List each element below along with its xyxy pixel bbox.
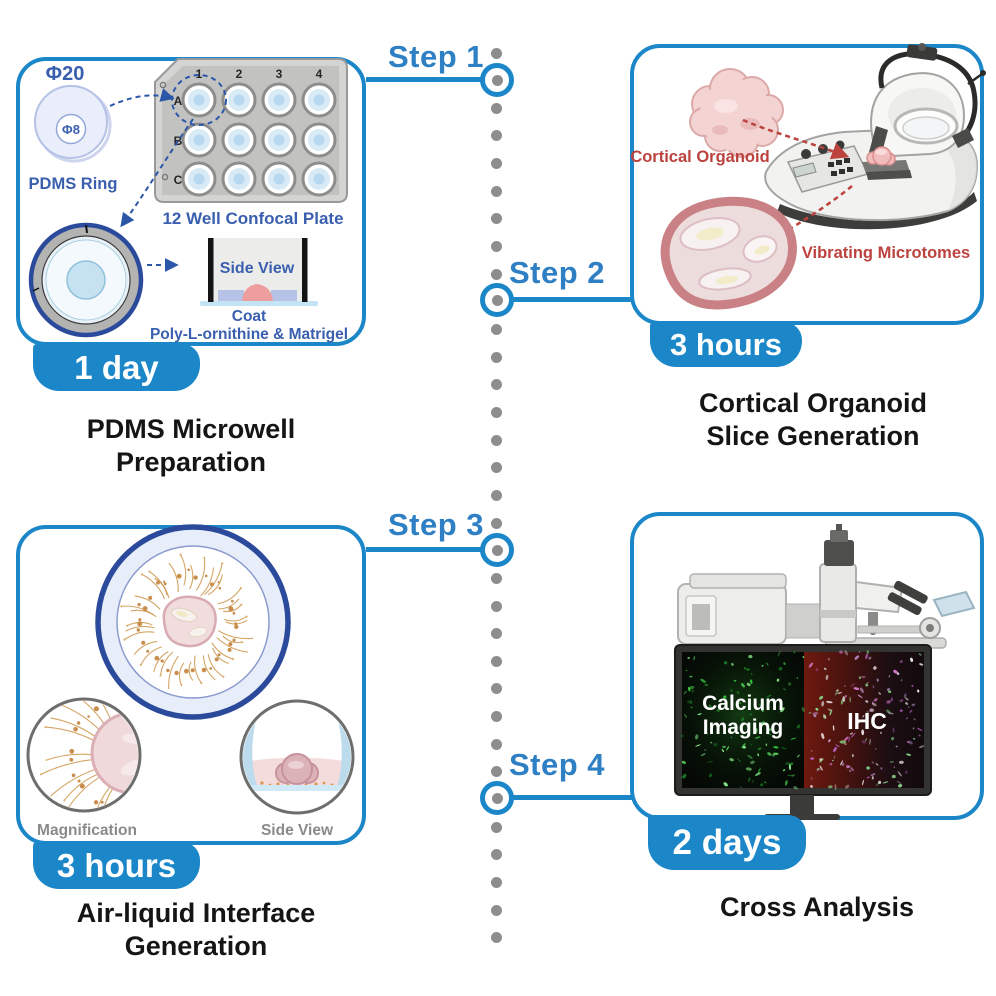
title-step1-line2: Preparation bbox=[115, 447, 267, 477]
magnification-view bbox=[26, 697, 142, 813]
monitor-stand bbox=[790, 795, 814, 816]
pdms-ring-label: PDMS Ring bbox=[29, 175, 118, 193]
side-view-circle bbox=[239, 699, 355, 815]
step-3-connector bbox=[366, 547, 482, 552]
plate-column-label: 4 bbox=[316, 67, 323, 81]
coat-label-line2: Poly-L-ornithine & Matrigel bbox=[150, 326, 348, 343]
step-1-marker bbox=[480, 63, 514, 97]
duration-badge-step4: 2 days bbox=[648, 815, 806, 870]
plate-row-label: B bbox=[174, 134, 183, 148]
magnification-label: Magnification bbox=[37, 822, 137, 839]
panel1-illustration: Φ20 Φ8 PDMS Ring 1 2 3 4 A B C 12 Well C… bbox=[28, 58, 348, 343]
plate-column-label: 3 bbox=[276, 67, 283, 81]
title-step3: Air-liquid Interface Generation bbox=[16, 897, 376, 963]
ring-to-well-arrow bbox=[109, 88, 175, 107]
phi8-label: Φ8 bbox=[62, 122, 80, 137]
calcium-imaging-label-line2: Imaging bbox=[703, 716, 784, 739]
neuron-outgrowth bbox=[120, 553, 254, 690]
plate-column-label: 2 bbox=[236, 67, 243, 81]
title-step3-line1: Air-liquid Interface bbox=[76, 898, 316, 928]
title-step1-line1: PDMS Microwell bbox=[86, 414, 296, 444]
step-3-label: Step 3 bbox=[387, 507, 484, 542]
title-step1: PDMS Microwell Preparation bbox=[16, 413, 366, 479]
panel3-illustration: Magnification Side View bbox=[26, 524, 355, 839]
well-plate-column-labels: 1 2 3 4 bbox=[196, 67, 323, 81]
calcium-imaging-label-line1: Calcium bbox=[702, 692, 784, 715]
panel2-illustration: Cortical Organoid bbox=[630, 43, 986, 310]
well-to-assembly-arrow bbox=[120, 118, 194, 228]
well-plate-label: 12 Well Confocal Plate bbox=[162, 209, 343, 228]
organoid-to-microtome-arrow bbox=[742, 118, 850, 160]
side-view-label: Side View bbox=[261, 822, 334, 839]
step-3-marker bbox=[480, 533, 514, 567]
duration-badge-step1: 1 day bbox=[33, 344, 200, 391]
step-4-label: Step 4 bbox=[509, 747, 606, 782]
title-step2: Cortical Organoid Slice Generation bbox=[625, 387, 996, 453]
plate-row-label: A bbox=[174, 94, 183, 108]
step-4-connector bbox=[512, 795, 632, 800]
title-step2-line1: Cortical Organoid bbox=[698, 388, 928, 418]
well-plate-wells bbox=[181, 82, 337, 197]
vibrating-microtome bbox=[764, 43, 986, 230]
pdms-ring-inner bbox=[55, 113, 87, 145]
step-2-marker bbox=[480, 283, 514, 317]
confocal-microscope bbox=[677, 524, 976, 649]
title-step2-line2: Slice Generation bbox=[706, 421, 920, 451]
step-2-connector bbox=[512, 297, 632, 302]
coat-label-line1: Coat bbox=[232, 308, 266, 325]
vibrating-microtome-label: Vibrating Microtomes bbox=[802, 244, 970, 262]
side-view-label: Side View bbox=[220, 260, 295, 277]
duration-badge-step2: 3 hours bbox=[650, 322, 802, 367]
organoid-slice bbox=[660, 196, 797, 310]
step-1-connector bbox=[366, 77, 482, 82]
ihc-screen bbox=[804, 652, 924, 788]
title-step3-line2: Generation bbox=[124, 931, 268, 961]
panel4-illustration: Calcium Imaging IHC bbox=[674, 524, 976, 820]
organoid-top-view bbox=[162, 595, 217, 648]
ihc-label: IHC bbox=[847, 708, 887, 734]
assembled-well bbox=[28, 222, 144, 338]
duration-badge-step3: 3 hours bbox=[33, 842, 200, 889]
side-view-diagram bbox=[200, 238, 318, 306]
cortical-organoid-label: Cortical Organoid bbox=[630, 148, 769, 166]
title-step4: Cross Analysis bbox=[630, 891, 996, 924]
title-step4-line1: Cross Analysis bbox=[719, 892, 915, 922]
plate-row-label: C bbox=[174, 173, 183, 187]
plate-column-label: 1 bbox=[196, 67, 203, 81]
phi20-label: Φ20 bbox=[46, 63, 85, 85]
step-1-label: Step 1 bbox=[387, 39, 484, 74]
step-4-marker bbox=[480, 781, 514, 815]
step-2-label: Step 2 bbox=[509, 255, 606, 290]
well-plate-row-labels: A B C bbox=[174, 94, 183, 187]
cortical-organoid-blob bbox=[689, 68, 784, 158]
analysis-monitor: Calcium Imaging IHC bbox=[674, 644, 932, 820]
